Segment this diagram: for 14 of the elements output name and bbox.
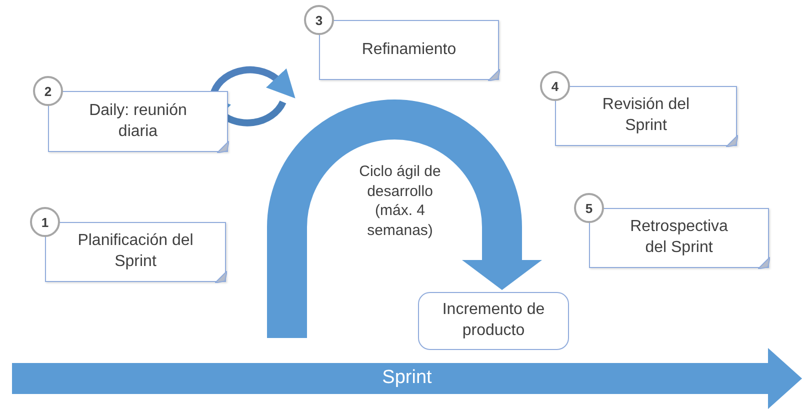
step-number: 1	[30, 207, 60, 237]
note-text: Planificación del Sprint	[76, 231, 194, 272]
note-text: Revisión del Sprint	[601, 95, 691, 136]
result-box: Incremento de producto	[418, 292, 569, 350]
step-number: 5	[574, 193, 604, 223]
step-number: 3	[304, 5, 334, 35]
step-number: 4	[540, 71, 570, 101]
step-number: 2	[33, 76, 63, 106]
u-turn-arrow	[267, 100, 542, 338]
cycle-label: Ciclo ágil de desarrollo (máx. 4 semanas)	[358, 162, 442, 240]
note-text: Daily: reunión diaria	[88, 100, 188, 142]
timeline-label: Sprint	[382, 366, 432, 388]
note-text: Retrospectiva del Sprint	[629, 217, 729, 258]
note-text: Refinamiento	[360, 40, 458, 60]
